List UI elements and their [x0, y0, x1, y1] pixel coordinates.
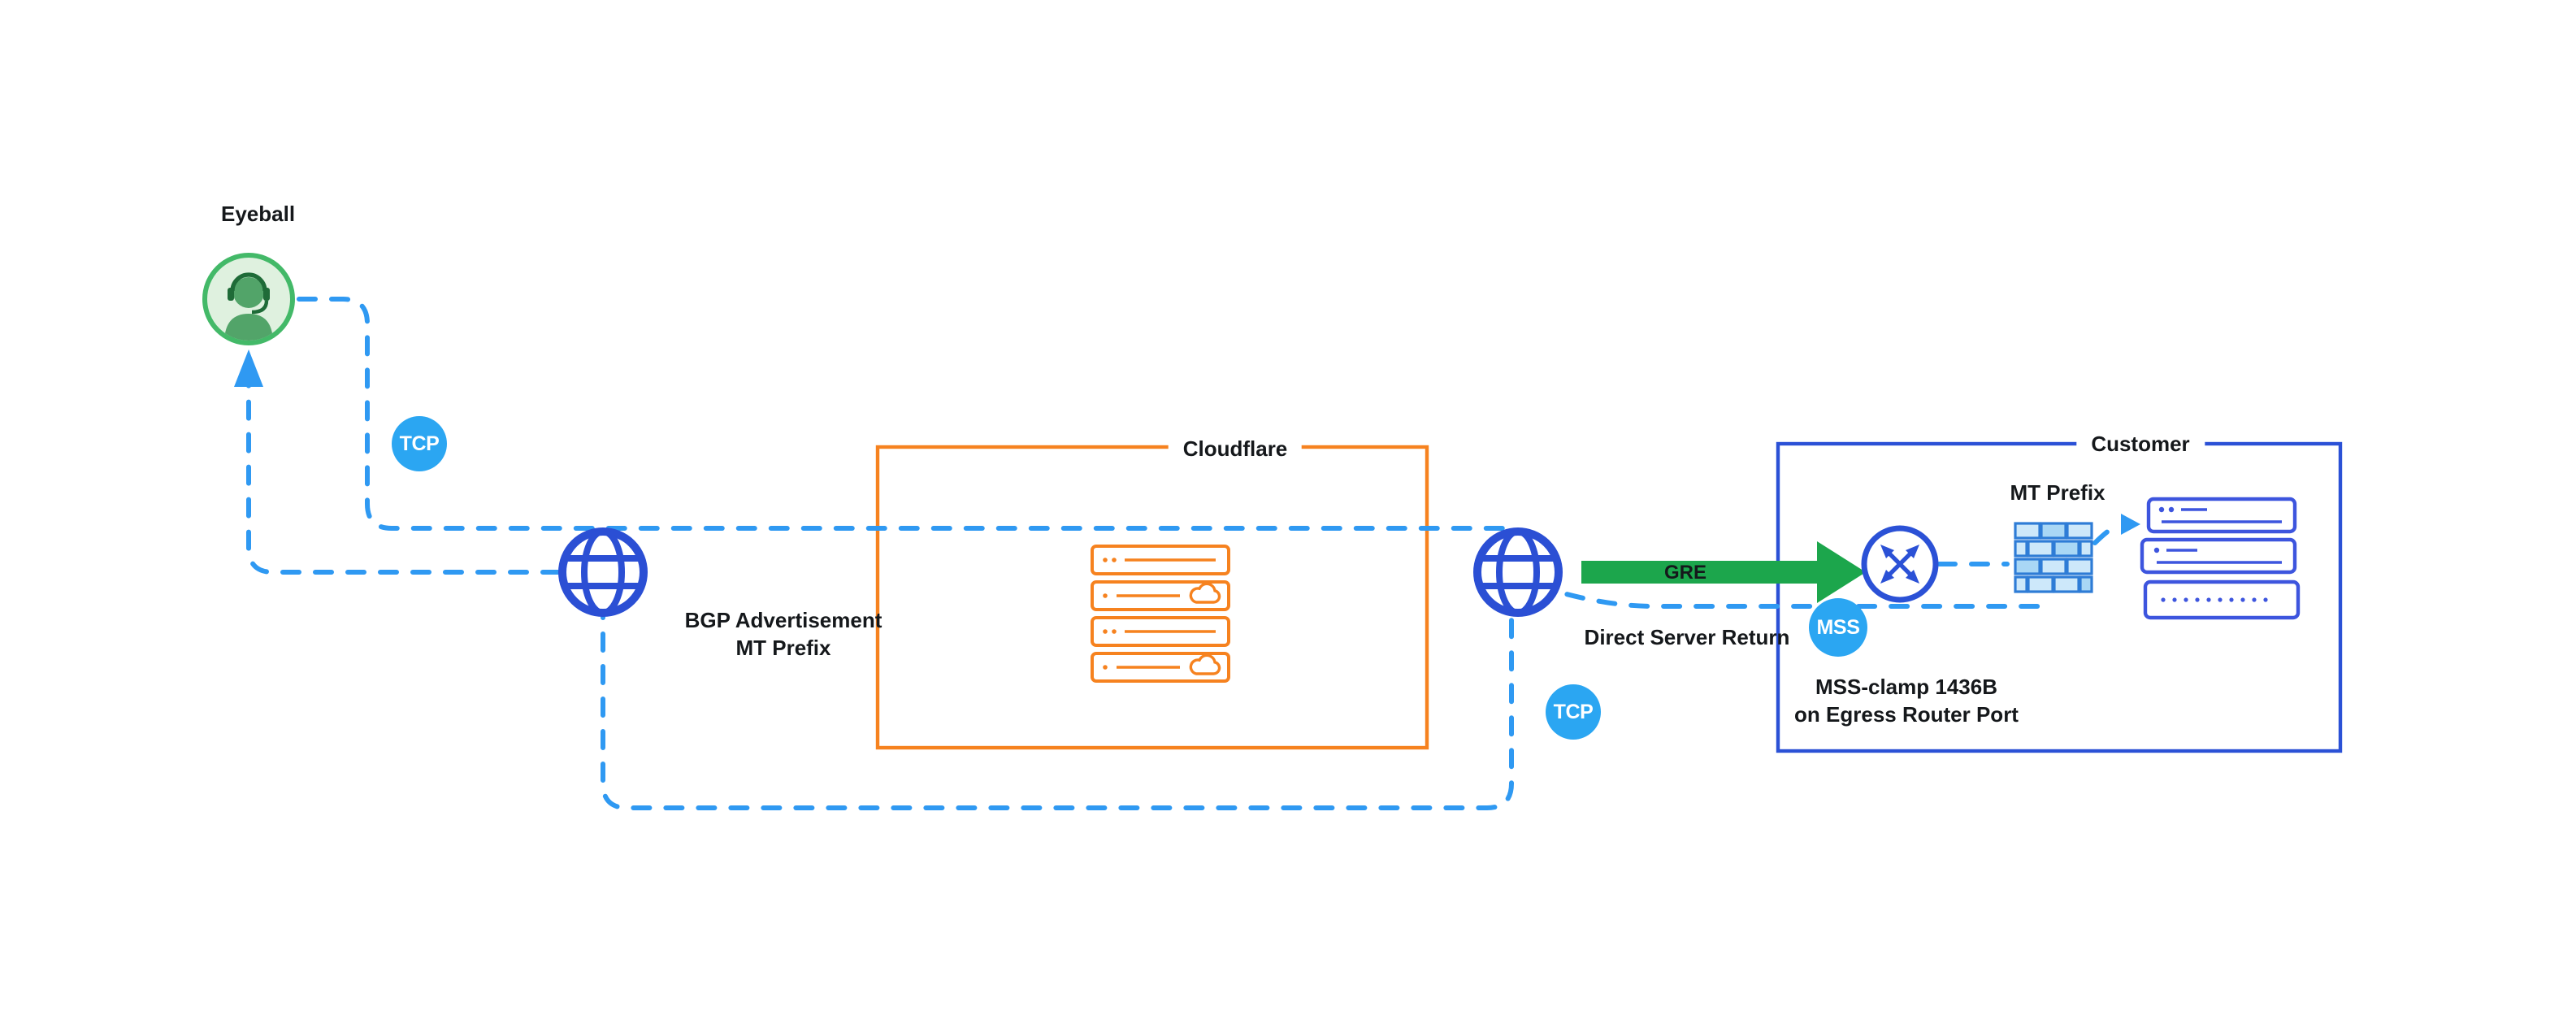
tcp-badge-left: TCP: [392, 416, 447, 471]
path-arrowheads: [234, 349, 2140, 535]
router-icon: [1861, 525, 1939, 603]
forward-path: [297, 297, 1514, 531]
bgp-annotation-line2: MT Prefix: [735, 636, 831, 660]
cloudflare-box-label: Cloudflare: [1168, 436, 1303, 461]
return-path-left: [246, 378, 594, 575]
gre-label: GRE: [1663, 561, 1707, 584]
customer-box: [1776, 441, 2343, 753]
customer-server-stack-icon: [2140, 497, 2301, 620]
mss-clamp-annotation: MSS-clamp 1436B on Egress Router Port: [1794, 673, 2019, 728]
return-loop: [601, 596, 1514, 810]
customer-box-label: Customer: [2076, 432, 2205, 456]
cloudflare-box: [875, 445, 1429, 750]
arrow-into-server-icon: [2121, 514, 2140, 535]
bgp-annotation-line1: BGP Advertisement: [684, 608, 883, 632]
mt-prefix-label: MT Prefix: [2010, 480, 2105, 505]
firewall-icon: [2014, 522, 2093, 593]
mss-clamp-line2: on Egress Router Port: [1794, 702, 2019, 727]
firewall-server-path: [2092, 523, 2120, 545]
mss-clamp-line1: MSS-clamp 1436B: [1815, 675, 1997, 699]
direct-server-return-label: Direct Server Return: [1584, 625, 1790, 649]
arrow-up-to-eyeball-icon: [234, 349, 263, 387]
cloudflare-server-stack-icon: [1091, 545, 1230, 683]
tcp-badge-right: TCP: [1546, 684, 1601, 740]
bgp-annotation: BGP Advertisement MT Prefix: [685, 606, 883, 662]
gre-arrow: [1581, 541, 1866, 603]
mss-badge: MSS: [1809, 598, 1867, 657]
eyeball-label: Eyeball: [221, 202, 296, 226]
cloud-icon: [1189, 582, 1221, 675]
globe-icon-right: [1473, 527, 1563, 617]
globe-icon-left: [558, 527, 648, 617]
person-headset-icon: [202, 253, 295, 345]
dsr-path: [1533, 583, 2053, 609]
